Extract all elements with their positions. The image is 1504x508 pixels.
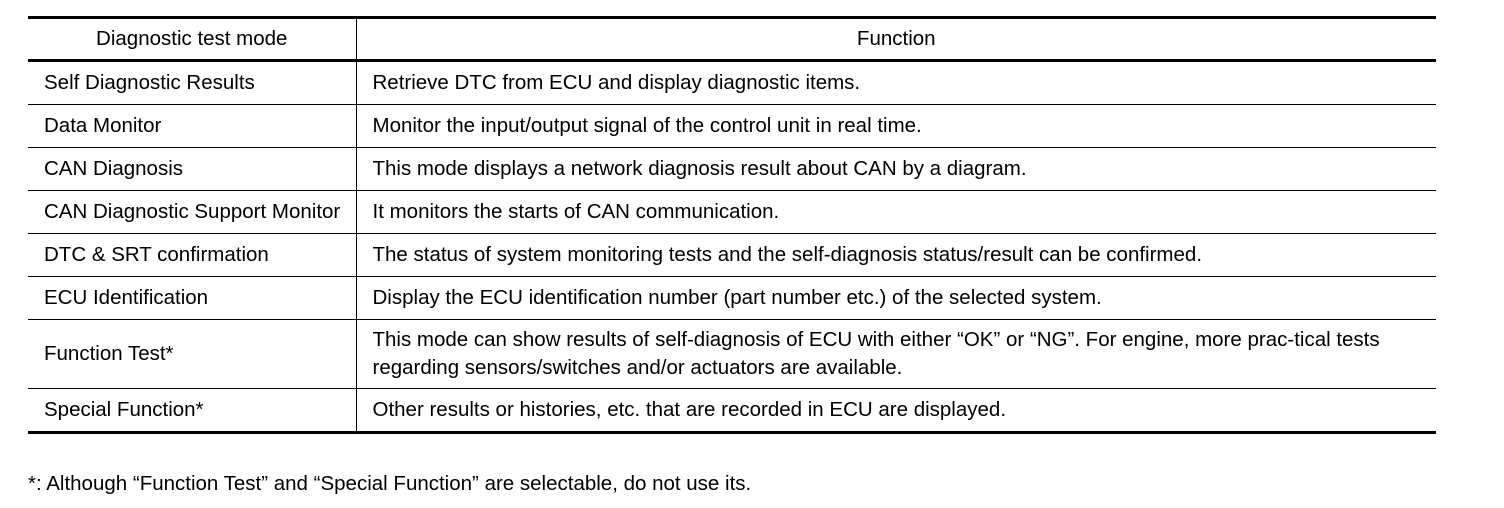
- table-row: ECU Identification Display the ECU ident…: [28, 276, 1436, 320]
- function-cell: Monitor the input/output signal of the c…: [356, 104, 1436, 148]
- mode-cell: Function Test*: [28, 319, 357, 389]
- function-cell: Other results or histories, etc. that ar…: [356, 388, 1436, 434]
- diagnostic-modes-table: Diagnostic test mode Function Self Diagn…: [28, 16, 1436, 434]
- mode-cell: Self Diagnostic Results: [28, 60, 357, 105]
- function-cell: Retrieve DTC from ECU and display diagno…: [356, 60, 1436, 105]
- mode-cell: CAN Diagnosis: [28, 147, 357, 191]
- footnote: *: Although “Function Test” and “Special…: [28, 472, 752, 495]
- mode-cell: Data Monitor: [28, 104, 357, 148]
- function-cell: It monitors the starts of CAN communicat…: [356, 190, 1436, 234]
- function-cell: The status of system monitoring tests an…: [356, 233, 1436, 277]
- function-cell: Display the ECU identification number (p…: [356, 276, 1436, 320]
- table-row: Data Monitor Monitor the input/output si…: [28, 104, 1436, 148]
- table-row: DTC & SRT confirmation The status of sys…: [28, 233, 1436, 277]
- function-cell: This mode displays a network diagnosis r…: [356, 147, 1436, 191]
- table-row: Self Diagnostic Results Retrieve DTC fro…: [28, 60, 1436, 105]
- mode-cell: ECU Identification: [28, 276, 357, 320]
- table-header-row: Diagnostic test mode Function: [28, 17, 1436, 61]
- table-row: CAN Diagnostic Support Monitor It monito…: [28, 190, 1436, 234]
- function-cell: This mode can show results of self-diagn…: [356, 319, 1436, 389]
- table-row: Function Test* This mode can show result…: [28, 319, 1436, 389]
- column-header-mode: Diagnostic test mode: [28, 17, 357, 61]
- table-row: Special Function* Other results or histo…: [28, 388, 1436, 434]
- table-row: CAN Diagnosis This mode displays a netwo…: [28, 147, 1436, 191]
- mode-cell: Special Function*: [28, 388, 357, 434]
- mode-cell: CAN Diagnostic Support Monitor: [28, 190, 357, 234]
- mode-cell: DTC & SRT confirmation: [28, 233, 357, 277]
- column-header-function: Function: [856, 27, 936, 50]
